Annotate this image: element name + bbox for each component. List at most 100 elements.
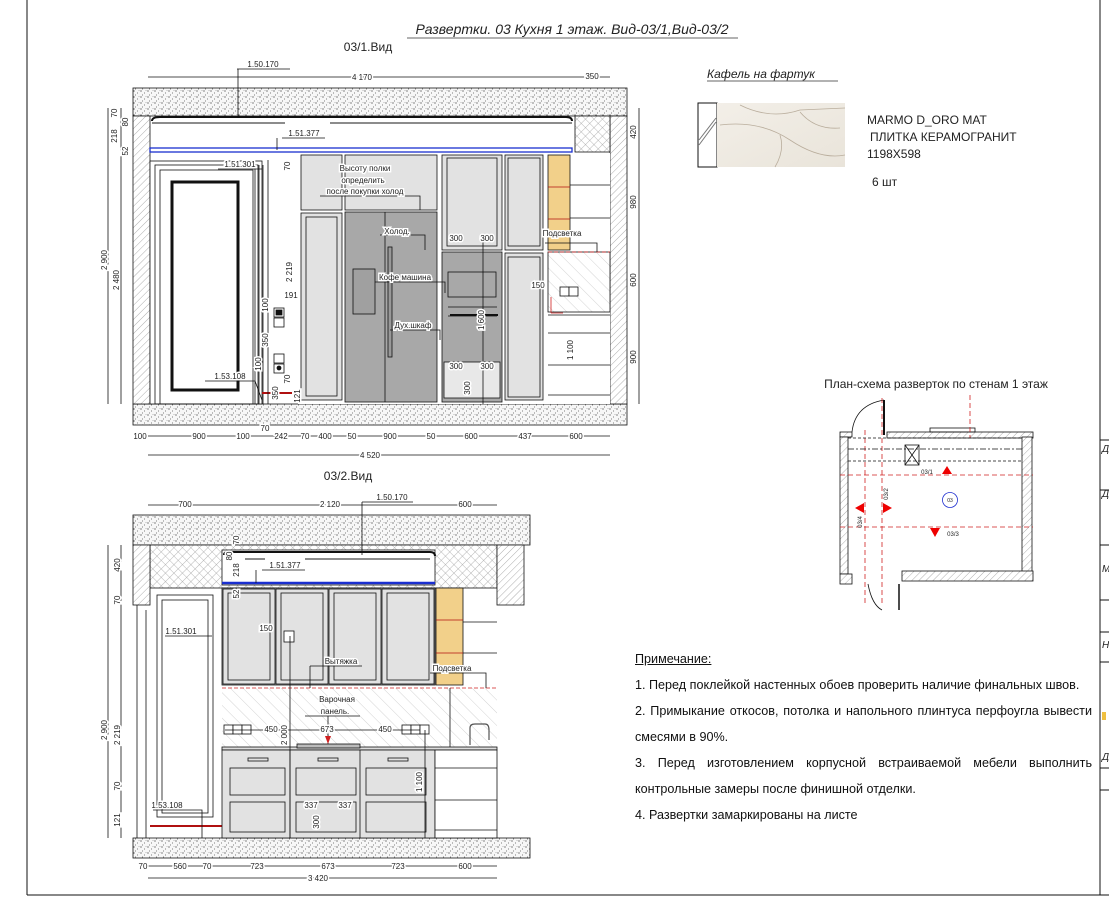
- callout-label: Холод.: [384, 227, 409, 236]
- faucet-icon: [469, 723, 490, 745]
- left-wall: [132, 115, 151, 405]
- element-tag: 1.51.301: [165, 627, 197, 636]
- tile-quantity: 6 шт: [872, 175, 898, 189]
- dimension: 600: [458, 500, 472, 509]
- callout-label: Подсветка: [433, 664, 472, 673]
- tall-cabinet-upper: [300, 154, 343, 211]
- note-item: 1. Перед поклейкой настенных обоев прове…: [635, 678, 1080, 692]
- dimension: 560: [173, 862, 187, 871]
- notes-block: Примечание: 1. Перед поклейкой настенных…: [635, 646, 1092, 828]
- dimension: 673: [320, 725, 334, 734]
- dimension: 450: [378, 725, 392, 734]
- tile-sample: [697, 80, 846, 168]
- tall-cabinet-lower: [300, 212, 343, 401]
- sockets-left: [273, 307, 285, 374]
- plan-scheme: [839, 395, 1034, 611]
- marker-arrow-03-4: [855, 503, 864, 513]
- view-marker-label: 03/4: [858, 516, 864, 528]
- dimension: 420: [113, 558, 122, 572]
- dimension: 1 600: [477, 309, 486, 330]
- dimension: 70: [232, 535, 241, 544]
- dimension: 2 219: [285, 261, 294, 282]
- dimension: 150: [259, 624, 273, 633]
- view-label: 03/2.Вид: [324, 469, 372, 483]
- dimension: 52: [121, 146, 130, 155]
- dimension: 300: [463, 381, 472, 395]
- callout-label: Кофе машина: [379, 273, 432, 282]
- title-block-cell: Д: [1101, 489, 1109, 500]
- dimension: 52: [232, 589, 241, 598]
- ceiling-curve: [151, 116, 573, 122]
- dimension: 723: [250, 862, 264, 871]
- sheet-title: Развертки. 03 Кухня 1 этаж. Вид-03/1,Вид…: [415, 21, 728, 37]
- ceiling-slab: [132, 87, 628, 117]
- dimension: 70: [203, 862, 212, 871]
- marker-arrow-03-1: [942, 466, 952, 474]
- dimension: 350: [271, 386, 280, 400]
- dimension: 218: [232, 563, 241, 577]
- notes-heading: Примечание:: [635, 652, 712, 666]
- dimension: 600: [569, 432, 583, 441]
- title-block-cell: Д: [1101, 752, 1109, 763]
- backsplash-tile: [222, 688, 497, 747]
- dimension: 70: [139, 862, 148, 871]
- lower-column-4: [504, 252, 544, 401]
- dimension: 700: [178, 500, 192, 509]
- marker-arrow-03-3: [930, 528, 940, 537]
- element-tag: 1.53.108: [214, 372, 246, 381]
- open-shelves-yellow: [435, 587, 464, 686]
- dimension: 300: [480, 234, 494, 243]
- dimension: 900: [383, 432, 397, 441]
- note-item: 2. Примыкание откосов, потолка и напольн…: [635, 704, 1092, 744]
- dimension: 2 219: [113, 724, 122, 745]
- dimension: 50: [348, 432, 357, 441]
- dimension: 2 900: [100, 719, 109, 740]
- callout-label: определить: [341, 176, 384, 185]
- floor-slab: [132, 837, 531, 859]
- dimension: 218: [110, 129, 119, 143]
- tile-heading: Кафель на фартук: [707, 67, 816, 81]
- dimension: 100: [254, 357, 263, 371]
- dimension: 1 100: [415, 771, 424, 792]
- dimension: 70: [113, 595, 122, 604]
- callout-label: Подсветка: [543, 229, 582, 238]
- dimension: 300: [449, 234, 463, 243]
- dimension: 600: [464, 432, 478, 441]
- dimension: 723: [391, 862, 405, 871]
- callout-label: Вытяжка: [325, 657, 358, 666]
- right-wall: [609, 115, 628, 405]
- dimension-total: 3 420: [308, 874, 329, 883]
- note-item: 3. Перед изготовлением корпусной встраив…: [635, 756, 1092, 796]
- dimension: 100: [133, 432, 147, 441]
- title-block-cell: М: [1102, 564, 1109, 575]
- element-tag: 1.51.377: [269, 561, 301, 570]
- dimension: 50: [427, 432, 436, 441]
- element-tag: 1.51.377: [288, 129, 320, 138]
- dimension: 900: [629, 350, 638, 364]
- hob: [296, 743, 361, 749]
- sheet-frame: [26, 0, 1109, 896]
- dimension: 150: [531, 281, 545, 290]
- dimension: 450: [264, 725, 278, 734]
- callout-label: Варочная: [319, 695, 355, 704]
- dimension: 2 120: [320, 500, 341, 509]
- left-wall: [132, 544, 151, 606]
- backsplash-tile: [547, 251, 611, 313]
- room-number-circle: [942, 492, 958, 508]
- dimension: 2 000: [280, 724, 289, 745]
- dimension: 350: [585, 72, 599, 81]
- callout-label: панель.: [321, 707, 349, 716]
- door-frame: [149, 160, 263, 405]
- dimension: 70: [283, 161, 292, 170]
- dimension: 70: [283, 374, 292, 383]
- title-block-cell: Д: [1101, 444, 1109, 455]
- dimension: 1 100: [566, 339, 575, 360]
- plan-title: План-схема разверток по стенам 1 этаж: [824, 377, 1048, 391]
- note-item: 4. Развертки замаркированы на листе: [635, 808, 858, 822]
- marker-arrow-03-2: [883, 503, 892, 513]
- room-number: 03: [947, 498, 953, 504]
- sockets: [223, 630, 430, 735]
- tall-fridge: [156, 594, 214, 818]
- dimension: 900: [192, 432, 206, 441]
- element-tag: 1.50.170: [247, 60, 279, 69]
